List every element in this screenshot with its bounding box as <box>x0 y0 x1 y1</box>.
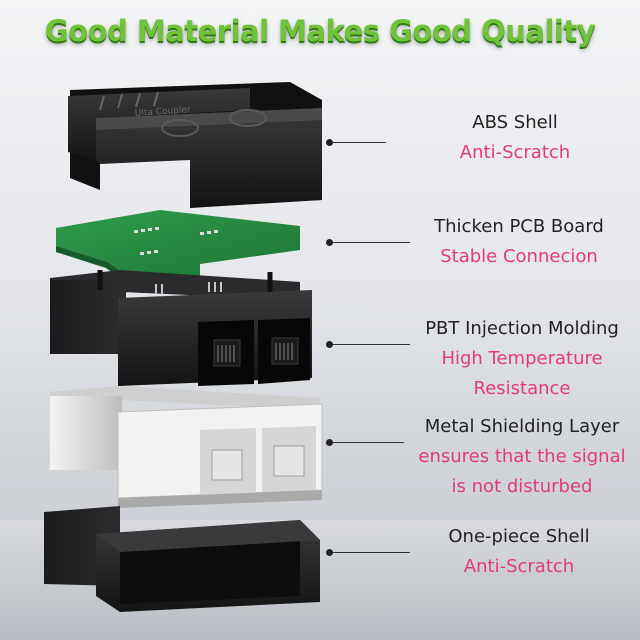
page-title: Good Material Makes Good Quality <box>44 14 596 48</box>
label-pcb-board: Thicken PCB Board Stable Connecion <box>404 212 634 272</box>
part-desc: is not disturbed <box>451 476 593 497</box>
part-name: One-piece Shell <box>448 526 590 547</box>
metal-shielding-part <box>50 386 323 508</box>
rj45-port-right <box>258 318 310 384</box>
part-desc: Anti-Scratch <box>459 142 571 163</box>
part-desc: ensures that the signal <box>418 446 626 467</box>
pcb-board-part <box>56 210 300 284</box>
label-one-piece-shell: One-piece Shell Anti-Scratch <box>404 522 634 582</box>
leader-line-abs-shell <box>330 142 386 143</box>
leader-line-one-piece <box>330 552 410 553</box>
part-name: Thicken PCB Board <box>434 216 604 237</box>
pbt-molding-part <box>50 270 312 386</box>
part-desc: High Temperature <box>441 348 603 369</box>
part-desc: Stable Connecion <box>440 246 598 267</box>
rj45-port-left <box>198 320 254 386</box>
label-abs-shell: ABS Shell Anti-Scratch <box>400 108 630 168</box>
part-desc: Resistance <box>473 378 571 399</box>
one-piece-shell-part <box>44 506 320 612</box>
leader-dot-pbt <box>326 341 333 348</box>
product-exploded-view: Ulta Coupler <box>44 82 323 612</box>
leader-line-pbt <box>330 344 410 345</box>
part-name: ABS Shell <box>472 112 558 133</box>
leader-dot-metal <box>326 439 333 446</box>
shell-logo: Ulta Coupler <box>135 105 192 119</box>
part-name: PBT Injection Molding <box>425 318 619 339</box>
abs-shell-part: Ulta Coupler <box>68 82 322 208</box>
leader-dot-pcb <box>326 239 333 246</box>
leader-line-pcb <box>330 242 410 243</box>
label-pbt-molding: PBT Injection Molding High Temperature R… <box>404 314 640 404</box>
part-desc: Anti-Scratch <box>463 556 575 577</box>
leader-line-metal <box>330 442 404 443</box>
leader-dot-one-piece <box>326 549 333 556</box>
label-metal-shielding: Metal Shielding Layer ensures that the s… <box>404 412 640 502</box>
leader-dot-abs-shell <box>326 139 333 146</box>
part-name: Metal Shielding Layer <box>424 416 620 437</box>
